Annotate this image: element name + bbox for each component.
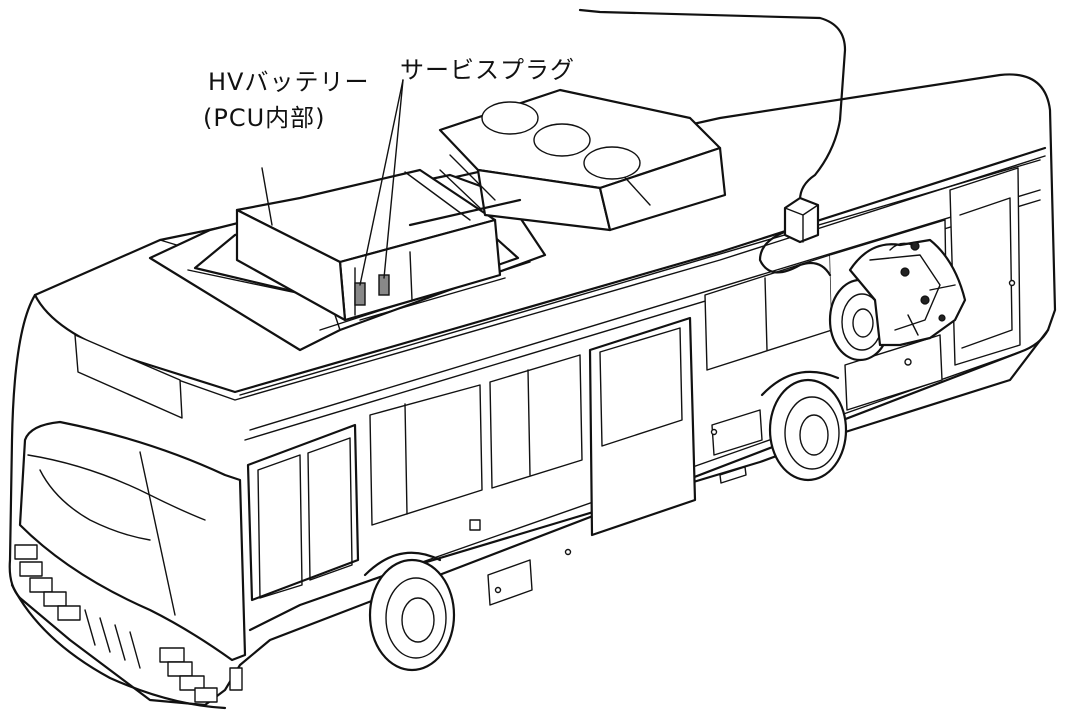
- service-plug-1: [354, 282, 366, 306]
- control-box: [783, 196, 820, 244]
- front-wheel: [363, 551, 456, 672]
- leader-line-service-plug-1: [359, 79, 404, 286]
- cable-harness: [408, 8, 847, 277]
- rear-wheel: [760, 370, 848, 482]
- engine-motor: [828, 238, 967, 362]
- bus-side: [246, 167, 1021, 606]
- bus-front: [10, 334, 247, 710]
- hv-battery-location-label: (PCU内部): [203, 104, 326, 132]
- pcu-box: [235, 168, 506, 322]
- service-plug-label: サービスプラグ: [400, 56, 575, 84]
- leader-lines: [261, 79, 404, 286]
- hv-battery-label: HVバッテリー: [208, 68, 370, 96]
- roof-ac-unit: [438, 88, 727, 232]
- leader-line-hv-battery: [261, 167, 273, 226]
- leader-line-service-plug-2: [383, 79, 404, 279]
